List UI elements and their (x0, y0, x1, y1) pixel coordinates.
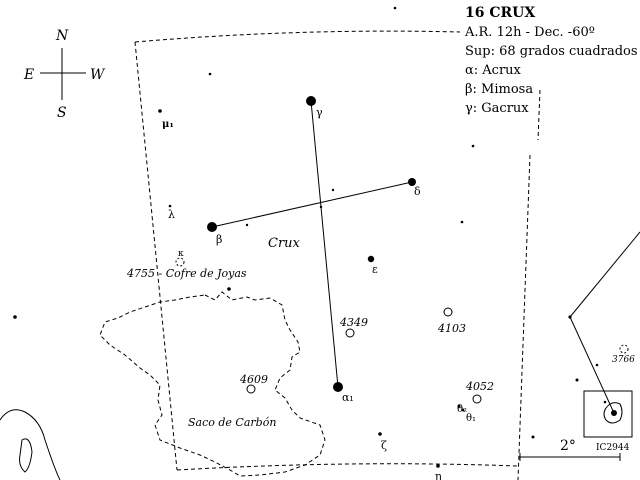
milky-way-edge (0, 409, 61, 480)
compass-n: N (55, 28, 69, 44)
alpha-name: α: Acrux (465, 63, 521, 78)
faint-stars (13, 6, 607, 468)
label-cluster-4755: 4755 - Cofre de Joyas (126, 267, 247, 280)
label-epsilon: ε (372, 263, 378, 276)
star-neighbor (568, 315, 572, 319)
label-ngc-4349: 4349 (339, 316, 368, 329)
constellation-boundary (134, 30, 541, 480)
milky-way-patch (19, 438, 33, 473)
star-delta (408, 178, 416, 186)
constellation-name-label: Crux (268, 236, 301, 251)
coalsack-outline (99, 291, 326, 477)
label-ngc-4609: 4609 (239, 373, 268, 386)
label-lambda: λ (168, 208, 175, 221)
label-zeta: ζ (381, 439, 387, 452)
cluster-4755-marker (175, 257, 185, 267)
label-kappa: κ (178, 249, 184, 259)
ic-2944-frame (583, 390, 633, 438)
ngc-4349-marker (345, 328, 355, 338)
compass-s: S (57, 105, 67, 121)
compass (40, 48, 86, 100)
label-theta1: θ₁ (466, 413, 476, 424)
area-text: Sup: 68 grados cuadrados (465, 44, 638, 59)
gamma-name: γ: Gacrux (465, 101, 529, 116)
ngc-4103-marker (443, 307, 453, 317)
label-eta: η (435, 470, 442, 480)
asterism-lines (211, 100, 413, 388)
beta-name: β: Mimosa (465, 82, 534, 97)
label-coalsack: Saco de Carbón (188, 416, 276, 429)
ngc-3766-marker (619, 344, 629, 354)
label-ngc-4052: 4052 (465, 380, 494, 393)
compass-e: E (23, 67, 34, 83)
info-panel: 16 CRUX A.R. 12h - Dec. -60º Sup: 68 gra… (465, 4, 638, 118)
star-alpha (333, 382, 343, 392)
ngc-4052-marker (472, 394, 482, 404)
compass-w: W (90, 67, 106, 83)
star-epsilon (367, 255, 375, 263)
ic-2944-nebula (603, 402, 623, 424)
label-ngc-3766: 3766 (612, 355, 635, 365)
scale-bar (519, 453, 621, 461)
label-theta2: θ₂ (457, 404, 467, 415)
scale-label: 2° (560, 438, 576, 454)
neighbor-lines (569, 231, 640, 414)
deep-sky-objects (175, 257, 633, 438)
label-alpha1: α₁ (342, 391, 354, 404)
label-delta: δ (414, 185, 421, 198)
label-ic-2944: IC2944 (596, 443, 630, 453)
coordinates-text: A.R. 12h - Dec. -60º (465, 25, 595, 40)
label-ngc-4103: 4103 (437, 322, 466, 335)
label-gamma: γ (316, 106, 323, 119)
ngc-4609-marker (246, 384, 256, 394)
main-stars (207, 96, 617, 416)
constellation-title: 16 CRUX (465, 5, 536, 21)
star-gamma (306, 96, 316, 106)
label-beta: β (216, 233, 222, 246)
label-mu: μ₁ (162, 119, 174, 130)
star-ic2944 (611, 410, 617, 416)
star-beta (207, 222, 217, 232)
